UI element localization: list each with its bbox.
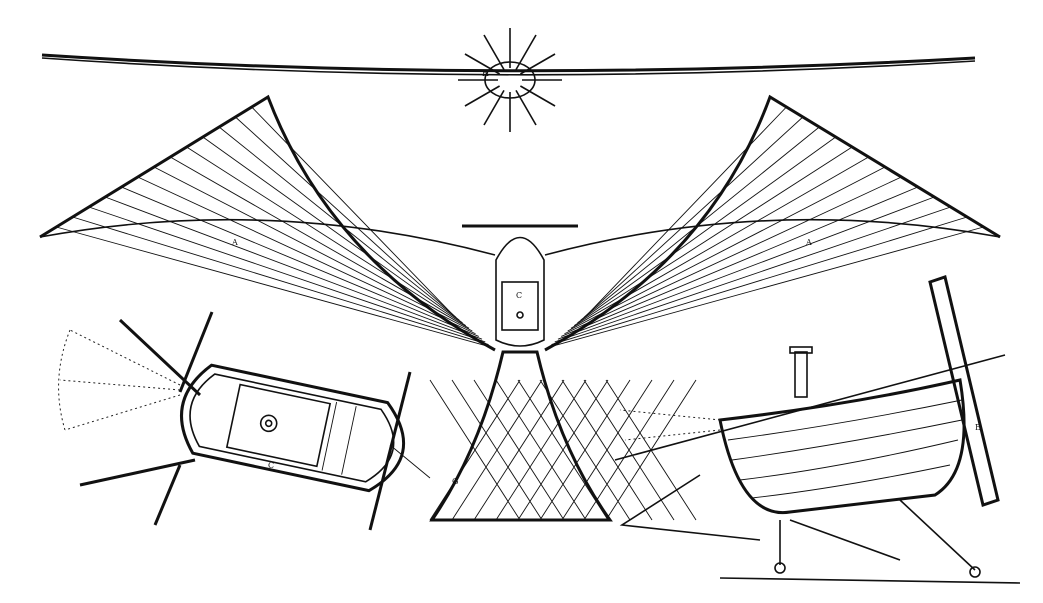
tail-label: G <box>452 477 458 486</box>
hatch-line <box>153 166 473 332</box>
hatch-line <box>580 126 820 321</box>
top-view-wing-spar <box>41 53 976 76</box>
hatch-line <box>567 166 886 332</box>
hatch-line <box>515 34 537 71</box>
hatch-line <box>519 53 556 75</box>
boat-label: B <box>975 423 981 432</box>
car-plan-label: C <box>268 461 274 470</box>
hatch-line <box>551 216 968 346</box>
hatch-line <box>104 196 483 340</box>
hatch-line <box>583 379 675 521</box>
hatch-line <box>235 116 457 318</box>
hatch-line <box>570 156 869 329</box>
hatch-line <box>251 106 454 316</box>
boat-side-view <box>614 275 1021 584</box>
hatch-line <box>554 206 951 343</box>
hatch-line <box>56 226 492 348</box>
car-plan-view <box>58 311 431 531</box>
hatch-line <box>573 146 853 326</box>
hatch-line <box>464 53 501 75</box>
car-label: C <box>516 291 522 300</box>
propeller-hub <box>484 61 536 99</box>
hatch-line <box>137 176 476 335</box>
wing-label-right: A <box>805 238 812 247</box>
hatch-line <box>218 126 460 321</box>
hatch-line <box>170 156 470 329</box>
hatch-line <box>121 186 479 337</box>
hatch-line <box>561 186 919 337</box>
hatch-line <box>202 136 463 324</box>
hatch-line <box>586 106 787 316</box>
hatch-line <box>539 379 631 521</box>
hatch-line <box>464 85 501 107</box>
top-propeller-fan <box>458 28 562 132</box>
hatch-line <box>88 206 486 343</box>
main-wings <box>39 94 1001 352</box>
hatch-line <box>548 226 984 348</box>
hatch-line <box>451 379 543 521</box>
hatch-line <box>564 176 902 335</box>
hatch-line <box>557 196 935 340</box>
tail <box>429 350 697 522</box>
hatch-line <box>583 116 804 318</box>
hatch-line <box>517 379 609 521</box>
hatch-line <box>473 379 565 521</box>
hatch-line <box>561 379 653 521</box>
wing-label-left: A <box>231 238 238 247</box>
fuselage-car <box>462 224 578 347</box>
hatch-line <box>483 34 505 71</box>
propeller-label: H <box>482 69 489 78</box>
hatch-line <box>495 379 587 521</box>
hatch-line <box>515 89 537 126</box>
hatch-line <box>72 216 489 346</box>
hatch-line <box>577 136 836 324</box>
hatch-line <box>186 146 467 326</box>
hatch-line <box>429 379 521 521</box>
hatch-line <box>519 85 556 107</box>
hatch-line <box>483 89 505 126</box>
